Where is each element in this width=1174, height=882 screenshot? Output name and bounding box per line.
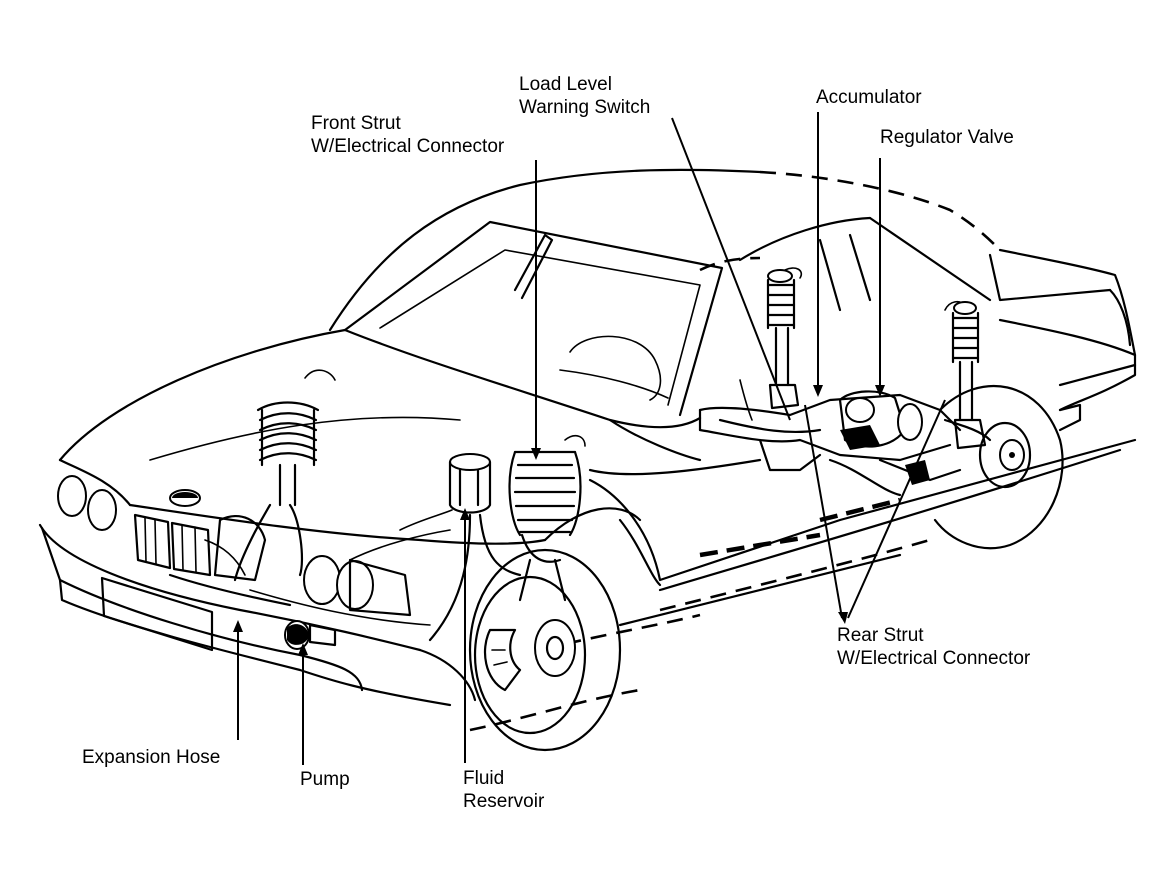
fluid-reservoir-tank — [428, 453, 522, 642]
label-regulator-valve: Regulator Valve — [880, 127, 1014, 148]
leader-load-level — [671, 117, 791, 421]
front-wheel — [468, 548, 622, 752]
label-accumulator: Accumulator — [816, 87, 922, 108]
leader-rear-strut-b — [847, 399, 946, 619]
front-strut-left — [204, 369, 336, 582]
pump-unit — [284, 620, 337, 650]
leader-lines — [233, 112, 946, 765]
label-load-level-warning-switch: Load Level Warning Switch — [519, 74, 651, 118]
label-pump: Pump — [300, 769, 350, 790]
rear-strut-left — [766, 267, 803, 410]
label-expansion-hose: Expansion Hose — [82, 747, 221, 768]
car-body — [38, 168, 1137, 732]
rear-strut-right — [944, 300, 987, 450]
label-fluid-reservoir: Fluid Reservoir — [463, 768, 545, 812]
leader-rear-strut-a — [804, 404, 843, 619]
hydraulic-lines — [168, 509, 453, 626]
rear-axle-assembly — [698, 379, 992, 497]
label-front-strut: Front Strut W/Electrical Connector — [311, 113, 505, 157]
rear-wheel — [933, 385, 1064, 550]
label-rear-strut: Rear Strut W/Electrical Connector — [837, 625, 1031, 669]
front-strut-right — [508, 434, 586, 602]
